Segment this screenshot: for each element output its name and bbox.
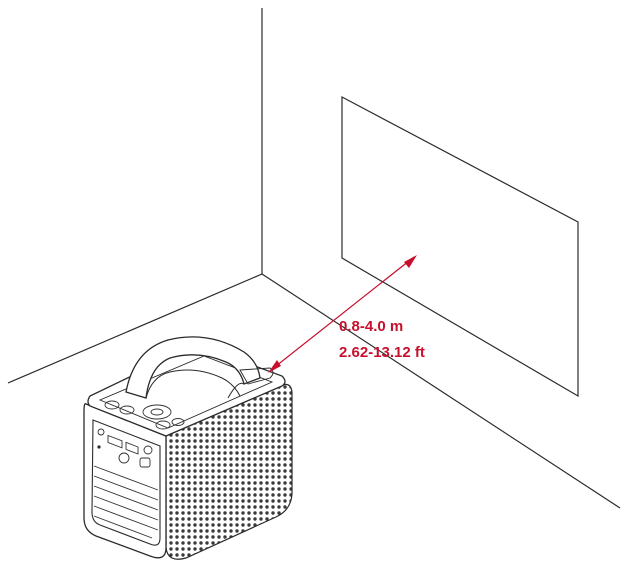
control-dial-center <box>150 408 164 416</box>
projector-handle-base <box>227 382 245 399</box>
projector-handle <box>125 336 261 399</box>
audio-port <box>143 445 153 455</box>
port-circle <box>97 428 105 436</box>
projector-handle-inner-edge <box>145 369 241 399</box>
floor-left-edge-line <box>7 273 263 384</box>
projector-side-speaker-grille <box>165 383 293 560</box>
projector-front-face <box>83 403 167 559</box>
projector <box>83 336 293 560</box>
hdmi-port <box>107 434 123 449</box>
projector-top-inner-edge <box>98 355 274 429</box>
projector-lens-opening <box>239 367 274 385</box>
led-indicator <box>97 445 101 449</box>
projector-front-bezel <box>91 419 161 546</box>
control-dial <box>142 404 172 420</box>
top-button-3 <box>155 420 171 430</box>
distance-arrowhead-start <box>268 360 281 373</box>
room-corner <box>7 8 621 509</box>
projection-screen <box>341 96 579 398</box>
top-button-2 <box>119 405 135 415</box>
usb-port <box>125 441 139 455</box>
distance-arrow-line <box>270 256 415 371</box>
top-button-1 <box>104 400 120 410</box>
dc-port <box>118 452 130 464</box>
distance-imperial-label: 2.62-13.12 ft <box>339 344 425 361</box>
distance-arrow <box>268 255 417 373</box>
distance-arrowhead-end <box>404 255 417 268</box>
card-slot <box>139 457 151 468</box>
top-button-4 <box>171 418 185 426</box>
distance-metric-label: 0.8-4.0 m <box>339 318 403 335</box>
floor-right-edge-line <box>261 273 621 509</box>
front-vent-slats <box>93 465 159 539</box>
